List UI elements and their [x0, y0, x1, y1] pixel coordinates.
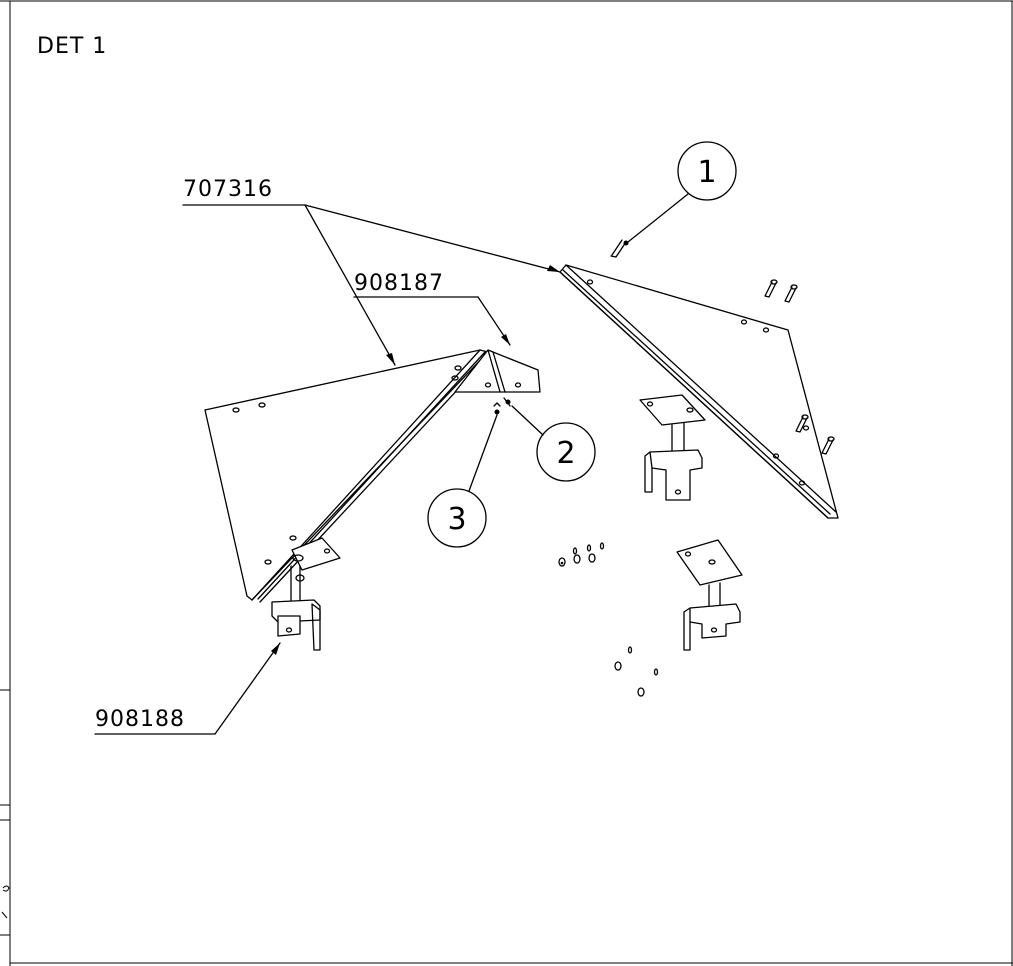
- corner-bracket-908187: [454, 349, 541, 393]
- callout-908188: 908188: [94, 642, 281, 735]
- part-number-707316: 707316: [183, 177, 273, 202]
- right-upper-foot: [639, 394, 706, 501]
- balloon-1: 1: [627, 141, 737, 243]
- balloon-2-label: 2: [556, 436, 575, 471]
- callout-908187: 908187: [353, 271, 511, 346]
- part-number-908187: 908187: [354, 271, 444, 296]
- nuts-and-washers: [558, 542, 659, 697]
- small-fasteners-2-3: [493, 397, 511, 415]
- left-panel-707316: [204, 349, 489, 603]
- left-foot-908188: [271, 537, 341, 651]
- part-number-908188: 908188: [95, 707, 185, 732]
- right-panel-707316: [559, 264, 839, 519]
- balloon-1-label: 1: [697, 155, 716, 190]
- balloon-3: 3: [427, 414, 498, 548]
- callout-707316: 707316: [182, 177, 561, 366]
- right-lower-foot: [676, 539, 743, 651]
- balloon-3-label: 3: [447, 502, 466, 537]
- balloon-2: 2: [511, 405, 596, 482]
- detail-label: DET 1: [37, 34, 107, 59]
- bolts: [610, 239, 835, 455]
